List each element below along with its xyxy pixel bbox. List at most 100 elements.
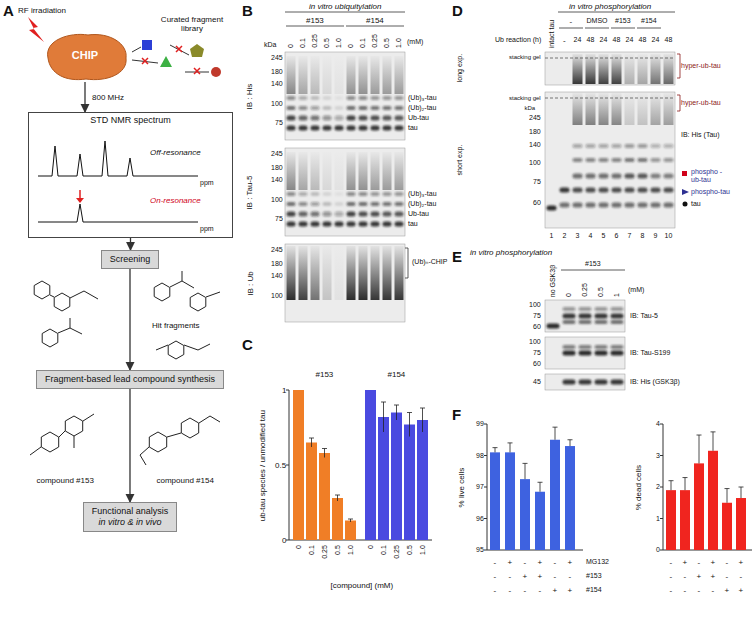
blot-band [395, 116, 404, 121]
label: - [712, 586, 715, 595]
blot-smear [359, 246, 368, 300]
bracket [405, 248, 408, 278]
blot-band [335, 126, 344, 131]
blot-band [323, 126, 332, 131]
blot-band [638, 188, 648, 193]
bar [490, 452, 500, 550]
blot-band [625, 158, 635, 162]
blot-band [347, 96, 356, 100]
blot-band [563, 380, 576, 385]
chemical-structure [50, 291, 98, 299]
label: - [563, 36, 566, 45]
blot-smear [311, 152, 320, 190]
bar [694, 463, 704, 550]
label: % live cells [457, 467, 466, 507]
label: 95 [476, 546, 484, 554]
blot-band [563, 320, 576, 324]
error-bar [570, 440, 571, 446]
error-bar [555, 427, 556, 440]
blot-smear [311, 246, 320, 300]
bar [535, 492, 545, 550]
axis-tick [484, 424, 487, 425]
label: (Ub)ₙ-CHIP [412, 258, 447, 266]
blot-band [383, 96, 392, 100]
spectrum-frame: STD NMR spectrum [28, 112, 233, 238]
error-bar [741, 487, 742, 498]
blot-band [563, 307, 576, 311]
label: 1 [613, 293, 621, 297]
error-bar [510, 443, 511, 452]
blot-smear [335, 56, 344, 94]
label: (mM) [628, 286, 644, 294]
blot-band [595, 351, 608, 356]
chemical-structure [65, 416, 82, 436]
error-bar [495, 448, 496, 453]
blot-band [586, 174, 596, 179]
blot-smear [383, 152, 392, 190]
blot-smear [651, 93, 661, 125]
blot-band [359, 116, 368, 121]
blot-band [563, 314, 576, 319]
label: 24 [574, 36, 582, 44]
error-bar [540, 482, 541, 491]
blot-band [311, 96, 320, 100]
label: compound #154 [157, 476, 214, 485]
error-bar [322, 448, 327, 449]
blot-band [359, 106, 368, 110]
blot-smear [347, 56, 356, 94]
blot-smear [395, 246, 404, 300]
panel-letter: E [452, 248, 462, 265]
blot-band [335, 106, 344, 110]
blot-band [371, 222, 380, 227]
blot-band [359, 96, 368, 100]
label: ub-tau species / unmodified tau [258, 410, 267, 521]
blot-smear [323, 246, 332, 300]
blot-smear [287, 152, 296, 190]
label: MG132 [586, 558, 609, 566]
blot-band [371, 126, 380, 131]
blot-band [383, 116, 392, 121]
label: Ub-tau [408, 210, 429, 218]
blot-band [371, 116, 380, 121]
blot-band [299, 222, 308, 227]
blot-band [586, 158, 596, 162]
label: - [670, 558, 673, 567]
label: 48 [639, 36, 647, 44]
blot-band [395, 192, 404, 196]
label: 24 [652, 36, 660, 44]
blot-smear [371, 246, 380, 300]
blot-smear [612, 93, 622, 125]
label: Curated fragment library [153, 15, 231, 33]
blot-band [560, 203, 570, 208]
blot-band [383, 126, 392, 131]
blot-band [371, 202, 380, 206]
rule-line [559, 28, 583, 29]
label: 7 [628, 232, 632, 240]
blot-band [347, 192, 356, 196]
fragment-arrow [170, 45, 189, 55]
bar [293, 390, 304, 540]
bar [722, 503, 732, 550]
panel-letter: F [452, 406, 461, 423]
blot-band [299, 116, 308, 121]
label: + [568, 586, 573, 595]
label: 1.0 [346, 545, 354, 555]
error-bar [381, 402, 386, 403]
bar [708, 451, 718, 550]
chemical-structure [170, 271, 194, 288]
bracket [677, 95, 680, 111]
node-subtitle: in vitro & in vivo [92, 517, 169, 528]
label: in vitro ubiquitylation [309, 2, 381, 11]
blot-band [395, 222, 404, 227]
blot-band [599, 174, 609, 179]
blot-band [323, 222, 332, 227]
label: 48 [665, 36, 673, 44]
blot-band [359, 202, 368, 206]
flow-arrow [129, 269, 130, 370]
blot-band [287, 222, 296, 227]
error-bar [335, 495, 340, 496]
error-bar [685, 478, 686, 491]
chemical-structure [42, 329, 58, 347]
label: 1 [550, 232, 554, 240]
label: #154 [586, 586, 602, 594]
